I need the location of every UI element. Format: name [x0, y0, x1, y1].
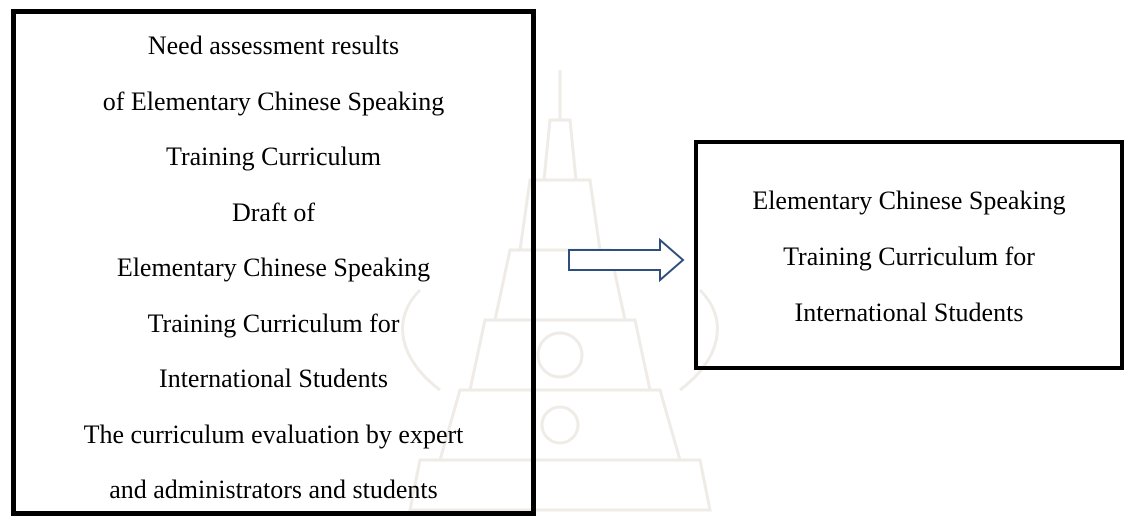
- left-box-line: Training Curriculum for: [147, 308, 400, 338]
- right-box-line: International Students: [794, 298, 1024, 327]
- left-box-line: Elementary Chinese Speaking: [116, 253, 431, 282]
- left-box-line: of Elementary Chinese Speaking: [102, 86, 445, 116]
- left-box-line: Draft of: [231, 197, 315, 227]
- left-box-text: Need assessment results of Elementary Ch…: [16, 18, 531, 518]
- left-process-box: Need assessment results of Elementary Ch…: [11, 9, 536, 516]
- left-box-line: The curriculum evaluation by expert: [83, 419, 464, 449]
- left-box-line: Training Curriculum: [166, 142, 381, 171]
- right-box-line: Training Curriculum for: [783, 242, 1035, 271]
- emblem-watermark: [401, 70, 719, 512]
- right-result-box: Elementary Chinese Speaking Training Cur…: [694, 140, 1124, 370]
- left-box-line: International Students: [159, 364, 388, 393]
- right-box-text: Elementary Chinese Speaking Training Cur…: [698, 173, 1120, 341]
- left-box-line: Need assessment results: [147, 31, 400, 60]
- left-box-line: and administrators and students: [109, 475, 438, 504]
- right-box-line: Elementary Chinese Speaking: [752, 186, 1066, 215]
- right-arrow-icon: [568, 237, 685, 283]
